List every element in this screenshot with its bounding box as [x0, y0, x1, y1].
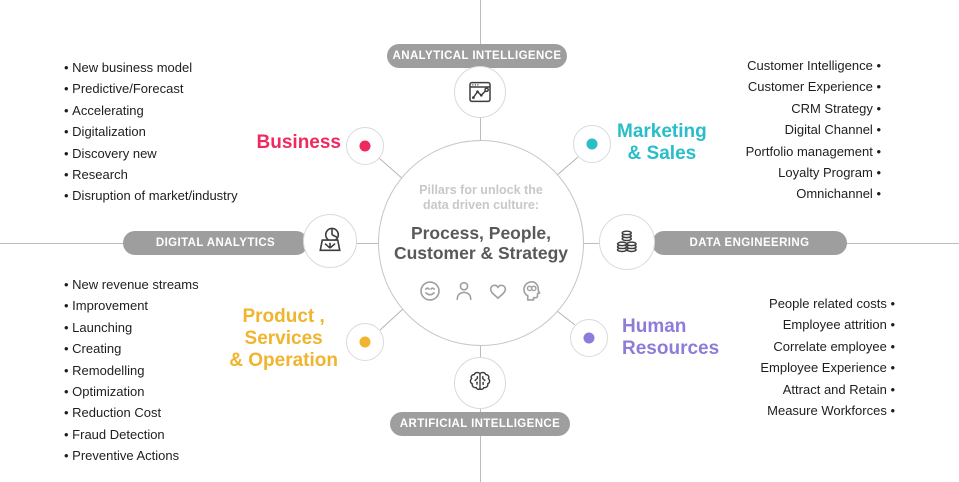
heart-icon [489, 284, 507, 299]
ai-brain-icon [469, 371, 491, 391]
pill-digital-analytics-label: DIGITAL ANALYTICS [155, 237, 276, 249]
marketing-sales-label-line2: & Sales [627, 143, 697, 164]
marketing-node [573, 125, 611, 163]
product-label-line3: & Operation [229, 350, 338, 371]
analytical-intelligence-icon-circle [454, 66, 506, 118]
product-dot [359, 336, 371, 348]
artificial-intelligence-icon-circle [454, 357, 506, 409]
list-item: Digital Channel [746, 119, 881, 140]
list-item: Measure Workforces [760, 400, 895, 421]
list-item: Attract and Retain [760, 379, 895, 400]
list-item: Disruption of market/industry [64, 185, 237, 206]
data-engineering-icon-circle [599, 214, 655, 270]
center-subtitle-line2: data driven culture: [422, 197, 539, 212]
marketing-sales-label-line1: Marketing [617, 121, 707, 142]
list-item: Research [64, 164, 238, 185]
product-services-operation-label: Product , Services & Operation [229, 306, 338, 372]
list-item: Employee Experience [760, 357, 895, 378]
hr-dot [583, 332, 595, 344]
center-title: Process, People, Customer & Strategy [394, 223, 568, 263]
product-node [346, 323, 384, 361]
list-item: New revenue streams [64, 274, 198, 295]
business-label: Business [256, 132, 341, 153]
product-label-line2: Services [244, 328, 323, 349]
list-item: Preventive Actions [64, 445, 199, 466]
list-item: Launching [64, 317, 199, 338]
list-item: New business model [64, 57, 238, 78]
list-item: Customer Experience [746, 76, 881, 97]
list-item: Fraud Detection [64, 424, 199, 445]
list-item: Optimization [64, 381, 199, 402]
pill-analytical-intelligence-label: ANALYTICAL INTELLIGENCE [392, 50, 562, 62]
list-item: Loyalty Program [746, 162, 881, 183]
pill-artificial-intelligence-label: ARTIFICIAL INTELLIGENCE [399, 418, 561, 430]
center-subtitle-line1: Pillars for unlock the [419, 182, 543, 197]
hr-label-line1: Human [622, 316, 687, 337]
list-item: Correlate employee [760, 336, 895, 357]
list-item: Improvement [64, 295, 199, 316]
marketing-sales-label: Marketing & Sales [617, 121, 707, 165]
person-icon [456, 281, 472, 300]
list-item: Creating [64, 338, 199, 359]
pill-data-engineering-label: DATA ENGINEERING [689, 237, 810, 249]
database-stacks-icon [616, 230, 637, 253]
human-resources-label: Human Resources [622, 316, 719, 360]
list-item: Portfolio management [746, 141, 881, 162]
center-circle: Pillars for unlock the data driven cultu… [378, 140, 584, 346]
hr-label-line2: Resources [622, 338, 720, 359]
list-item: CRM Strategy [746, 98, 881, 119]
product-items-list: New revenue streamsImprovementLaunchingC… [64, 274, 199, 467]
marketing-items-list: Customer IntelligenceCustomer Experience… [746, 55, 881, 205]
center-icons-row [417, 278, 545, 304]
business-node [346, 127, 384, 165]
smiley-icon [420, 280, 440, 301]
pill-analytical-intelligence: ANALYTICAL INTELLIGENCE [387, 44, 567, 68]
list-item: Accelerating [64, 100, 238, 121]
product-label-line1: Product , [242, 306, 325, 327]
business-items-list: New business modelPredictive/ForecastAcc… [64, 57, 238, 207]
list-item: Discovery new [64, 143, 238, 164]
digital-analytics-icon-circle [303, 214, 357, 268]
list-item: Predictive/Forecast [64, 78, 238, 99]
hr-items-list: People related costsEmployee attritionCo… [760, 293, 895, 421]
pill-artificial-intelligence: ARTIFICIAL INTELLIGENCE [390, 412, 570, 436]
hr-node [570, 319, 608, 357]
list-item: Remodelling [64, 360, 199, 381]
center-title-line1: Process, People, [410, 222, 552, 243]
business-dot [359, 140, 371, 152]
marketing-dot [586, 138, 598, 150]
pill-data-engineering: DATA ENGINEERING [652, 231, 847, 255]
list-item: Customer Intelligence [746, 55, 881, 76]
list-item: People related costs [760, 293, 895, 314]
center-title-line2: Customer & Strategy [393, 242, 569, 263]
center-subtitle: Pillars for unlock the data driven cultu… [419, 183, 543, 213]
list-item: Employee attrition [760, 314, 895, 335]
list-item: Reduction Cost [64, 402, 199, 423]
analytics-window-icon [469, 81, 491, 103]
list-item: Omnichannel [746, 183, 881, 204]
pie-chart-board-icon [319, 227, 341, 252]
pill-digital-analytics: DIGITAL ANALYTICS [123, 231, 308, 255]
mind-icon [523, 280, 541, 301]
list-item: Digitalization [64, 121, 238, 142]
